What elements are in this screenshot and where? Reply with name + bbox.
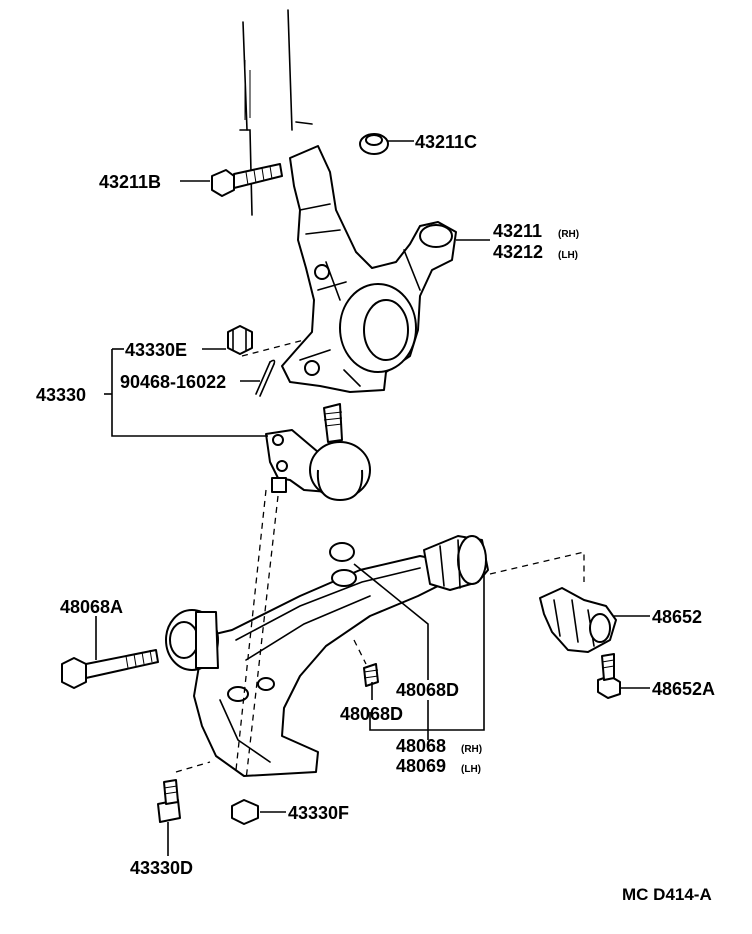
label-48068-side: (RH) [461,744,482,755]
label-48068d-right: 48068D [396,680,459,700]
label-43212: 43212 [493,242,543,262]
nut-43211c [359,133,389,155]
label-48068d-left: 48068D [340,704,403,724]
leader-lines [95,140,650,856]
nut-43330f [231,799,259,825]
label-48068a: 48068A [60,597,123,617]
label-43211: 43211 [493,221,542,241]
label-43212-side: (LH) [558,250,578,261]
stabilizer-bracket-48652 [539,587,617,653]
label-43330: 43330 [36,385,86,405]
label-48652a: 48652A [652,679,715,699]
label-90468-16022: 90468-16022 [120,372,226,392]
label-43211-side: (RH) [558,229,579,240]
label-43330f: 43330F [288,803,349,823]
label-48652: 48652 [652,607,702,627]
strut-outline [239,9,313,216]
lower-control-arm [165,535,489,777]
diagram-code: MC D414-A [622,885,712,904]
label-48068: 48068 [396,736,446,756]
cotter-pin-90468 [255,359,276,397]
label-43211b: 43211B [99,172,161,192]
castle-nut-43330e [227,325,253,355]
label-43330e: 43330E [125,340,187,360]
bolt-48068a [61,649,159,689]
lower-ball-joint [265,403,371,501]
bolt-43211b [211,163,283,197]
label-43330d: 43330D [130,858,193,878]
steering-knuckle [281,145,457,393]
bolt-48652a [597,653,621,699]
nut-48068-top [329,542,355,562]
assembly-lines [175,339,585,781]
label-48069: 48069 [396,756,446,776]
label-43211c: 43211C [415,132,477,152]
label-48069-side: (LH) [461,764,481,775]
bolt-48068d [363,663,379,687]
bolt-43330d [157,779,181,823]
